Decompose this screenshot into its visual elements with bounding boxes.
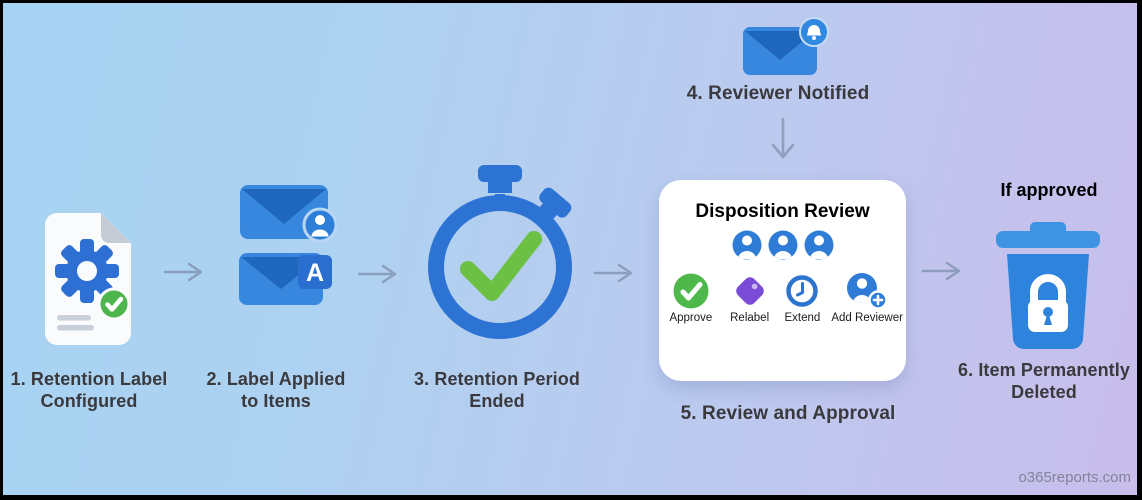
extend-clock-icon (786, 275, 819, 307)
reviewer-avatar-icon (732, 230, 761, 260)
relabel-tag-icon (735, 277, 764, 305)
relabel-action: Relabel (723, 272, 777, 324)
stopwatch-check-icon (428, 165, 572, 339)
approve-label: Approve (669, 312, 713, 324)
locked-trash-icon (996, 222, 1100, 350)
mail-label-a-icon: A (239, 253, 332, 305)
lock-icon (1028, 274, 1068, 332)
reviewer-avatars (659, 230, 906, 260)
workflow-diagram: A (3, 3, 1137, 495)
arrow-down-icon (771, 117, 795, 159)
add-reviewer-label: Add Reviewer (831, 312, 903, 324)
arrow-right-icon (593, 263, 633, 283)
card-title: Disposition Review (695, 201, 870, 222)
if-approved-annotation: If approved (1000, 180, 1098, 200)
mail-notification-icon (743, 17, 829, 75)
step3-label: 3. Retention Period Ended (414, 369, 580, 411)
extend-action: Extend (777, 272, 829, 324)
step6-label: 6. Item Permanently Deleted (958, 360, 1130, 402)
watermark: o365reports.com (1018, 469, 1131, 486)
mail-person-icon (240, 185, 338, 243)
relabel-label: Relabel (730, 312, 770, 324)
step1-label: 1. Retention Label Configured (10, 369, 168, 411)
label-a-letter: A (306, 259, 324, 287)
document-gear-check-icon (45, 213, 131, 345)
arrow-right-icon (163, 262, 203, 282)
arrow-right-icon (921, 261, 961, 281)
step5-label: 5. Review and Approval (680, 403, 896, 424)
arrow-right-icon (357, 264, 397, 284)
step4-label: 4. Reviewer Notified (686, 83, 870, 104)
approve-action: Approve (659, 272, 723, 324)
add-reviewer-icon (847, 273, 888, 310)
approve-check-icon (673, 273, 709, 309)
check-badge-icon (97, 287, 131, 321)
reviewer-avatar-icon (804, 230, 833, 260)
reviewer-avatar-icon (768, 230, 797, 260)
disposition-review-card: Disposition Review (659, 180, 906, 381)
review-actions: Approve Relabel (659, 272, 906, 324)
extend-label: Extend (784, 312, 821, 324)
mail-items-icon: A (239, 185, 338, 305)
add-reviewer-action: Add Reviewer (828, 272, 906, 324)
step2-label: 2. Label Applied to Items (206, 369, 346, 411)
bell-badge-icon (799, 17, 829, 47)
